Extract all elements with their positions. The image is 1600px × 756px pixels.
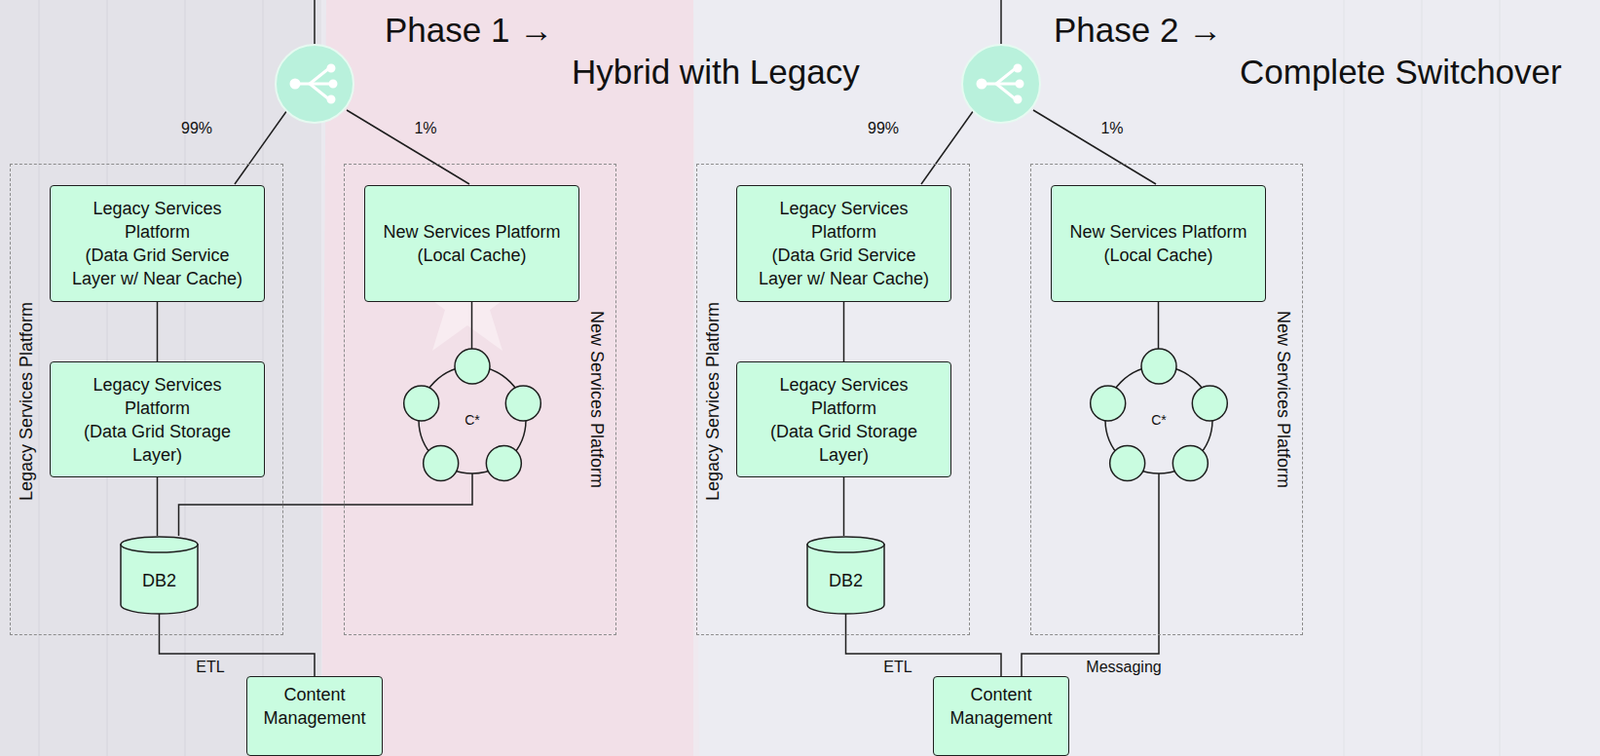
cylinder-top bbox=[807, 536, 885, 553]
connector bbox=[1021, 473, 1159, 676]
building-right bbox=[693, 0, 1600, 756]
ring-member bbox=[485, 445, 521, 481]
platform-group: Legacy Services Platform(Data Grid Servi… bbox=[9, 163, 284, 635]
traffic-percent: 1% bbox=[1100, 118, 1123, 138]
phase-heading: Complete Switchover bbox=[1239, 51, 1563, 93]
node-text: DB2 bbox=[828, 568, 863, 593]
cylinder-top bbox=[120, 536, 198, 553]
edge-label: Messaging bbox=[1085, 658, 1161, 676]
connector bbox=[1157, 301, 1160, 349]
node-text: (Local Cache) bbox=[1058, 243, 1259, 267]
connector bbox=[846, 613, 1003, 676]
service-box: New Services Platform(Local Cache) bbox=[1050, 185, 1266, 302]
connector bbox=[843, 301, 846, 362]
edge-label: ETL bbox=[883, 658, 912, 676]
platform-group: Legacy Services Platform(Data Grid Servi… bbox=[696, 163, 970, 635]
traffic-percent: 99% bbox=[867, 118, 899, 138]
traffic-percent: 1% bbox=[413, 118, 437, 138]
node-text: (Data Grid Service Layer w/ Near Cache) bbox=[67, 243, 249, 291]
cluster-ring: C* bbox=[1085, 346, 1232, 493]
service-box: New Services Platform(Local Cache) bbox=[364, 185, 580, 302]
group-label: New Services Platform bbox=[1272, 310, 1295, 488]
node-text: Content Management bbox=[254, 682, 375, 730]
connector bbox=[179, 473, 474, 536]
node-text: (Data Grid Storage Layer) bbox=[753, 419, 935, 467]
node-text: Content Management bbox=[940, 682, 1062, 730]
node-text: Legacy Services Platform bbox=[67, 372, 249, 420]
service-box: Legacy Services Platform(Data Grid Stora… bbox=[49, 361, 265, 478]
connector bbox=[156, 301, 159, 362]
database-cylinder: DB2 bbox=[119, 535, 199, 614]
node-text: Legacy Services Platform bbox=[753, 196, 935, 244]
phase-heading: Phase 2 → bbox=[1053, 9, 1223, 51]
ring-member bbox=[454, 348, 490, 384]
cylinder-body bbox=[120, 544, 198, 614]
group-label: Legacy Services Platform bbox=[15, 301, 38, 501]
ring-member bbox=[1141, 348, 1177, 384]
platform-group: New Services Platform(Local Cache)C*New … bbox=[1030, 163, 1303, 635]
node-text: New Services Platform bbox=[372, 220, 572, 244]
phase-heading: Phase 1 → bbox=[384, 9, 554, 51]
traffic-percent: 99% bbox=[181, 118, 213, 138]
node-text: (Local Cache) bbox=[372, 243, 572, 267]
database-cylinder: DB2 bbox=[806, 535, 886, 614]
edge-label: ETL bbox=[195, 658, 224, 676]
service-box: Content Management bbox=[932, 675, 1070, 756]
connector bbox=[156, 477, 159, 536]
platform-group: New Services Platform(Local Cache)C*New … bbox=[343, 163, 617, 635]
cluster-ring: C* bbox=[399, 346, 546, 493]
connector bbox=[159, 613, 316, 676]
ring-member bbox=[1090, 385, 1126, 421]
node-text: C* bbox=[1151, 411, 1167, 428]
ring-member bbox=[404, 385, 440, 421]
ring-member bbox=[423, 445, 459, 481]
node-text: New Services Platform bbox=[1058, 220, 1259, 244]
node-text: Legacy Services Platform bbox=[753, 372, 935, 420]
ring-member bbox=[505, 385, 541, 421]
connector bbox=[843, 477, 846, 536]
service-box: Legacy Services Platform(Data Grid Stora… bbox=[736, 361, 952, 478]
ring-member bbox=[1110, 445, 1146, 481]
cylinder-body bbox=[807, 544, 885, 614]
node-text: C* bbox=[464, 411, 481, 428]
banner bbox=[321, 0, 700, 756]
group-label: New Services Platform bbox=[586, 310, 608, 488]
ring-member bbox=[1172, 445, 1208, 481]
phase-heading: Hybrid with Legacy bbox=[571, 51, 860, 93]
building-left bbox=[0, 0, 322, 756]
service-box: Legacy Services Platform(Data Grid Servi… bbox=[49, 185, 265, 302]
group-label: Legacy Services Platform bbox=[702, 301, 724, 501]
node-text: Legacy Services Platform bbox=[67, 196, 249, 244]
service-box: Content Management bbox=[246, 675, 383, 756]
node-text: (Data Grid Service Layer w/ Near Cache) bbox=[753, 243, 935, 291]
node-text: DB2 bbox=[142, 568, 177, 593]
ring-member bbox=[1191, 385, 1228, 421]
node-text: (Data Grid Storage Layer) bbox=[67, 419, 249, 467]
connector bbox=[471, 301, 474, 349]
service-box: Legacy Services Platform(Data Grid Servi… bbox=[736, 185, 952, 302]
